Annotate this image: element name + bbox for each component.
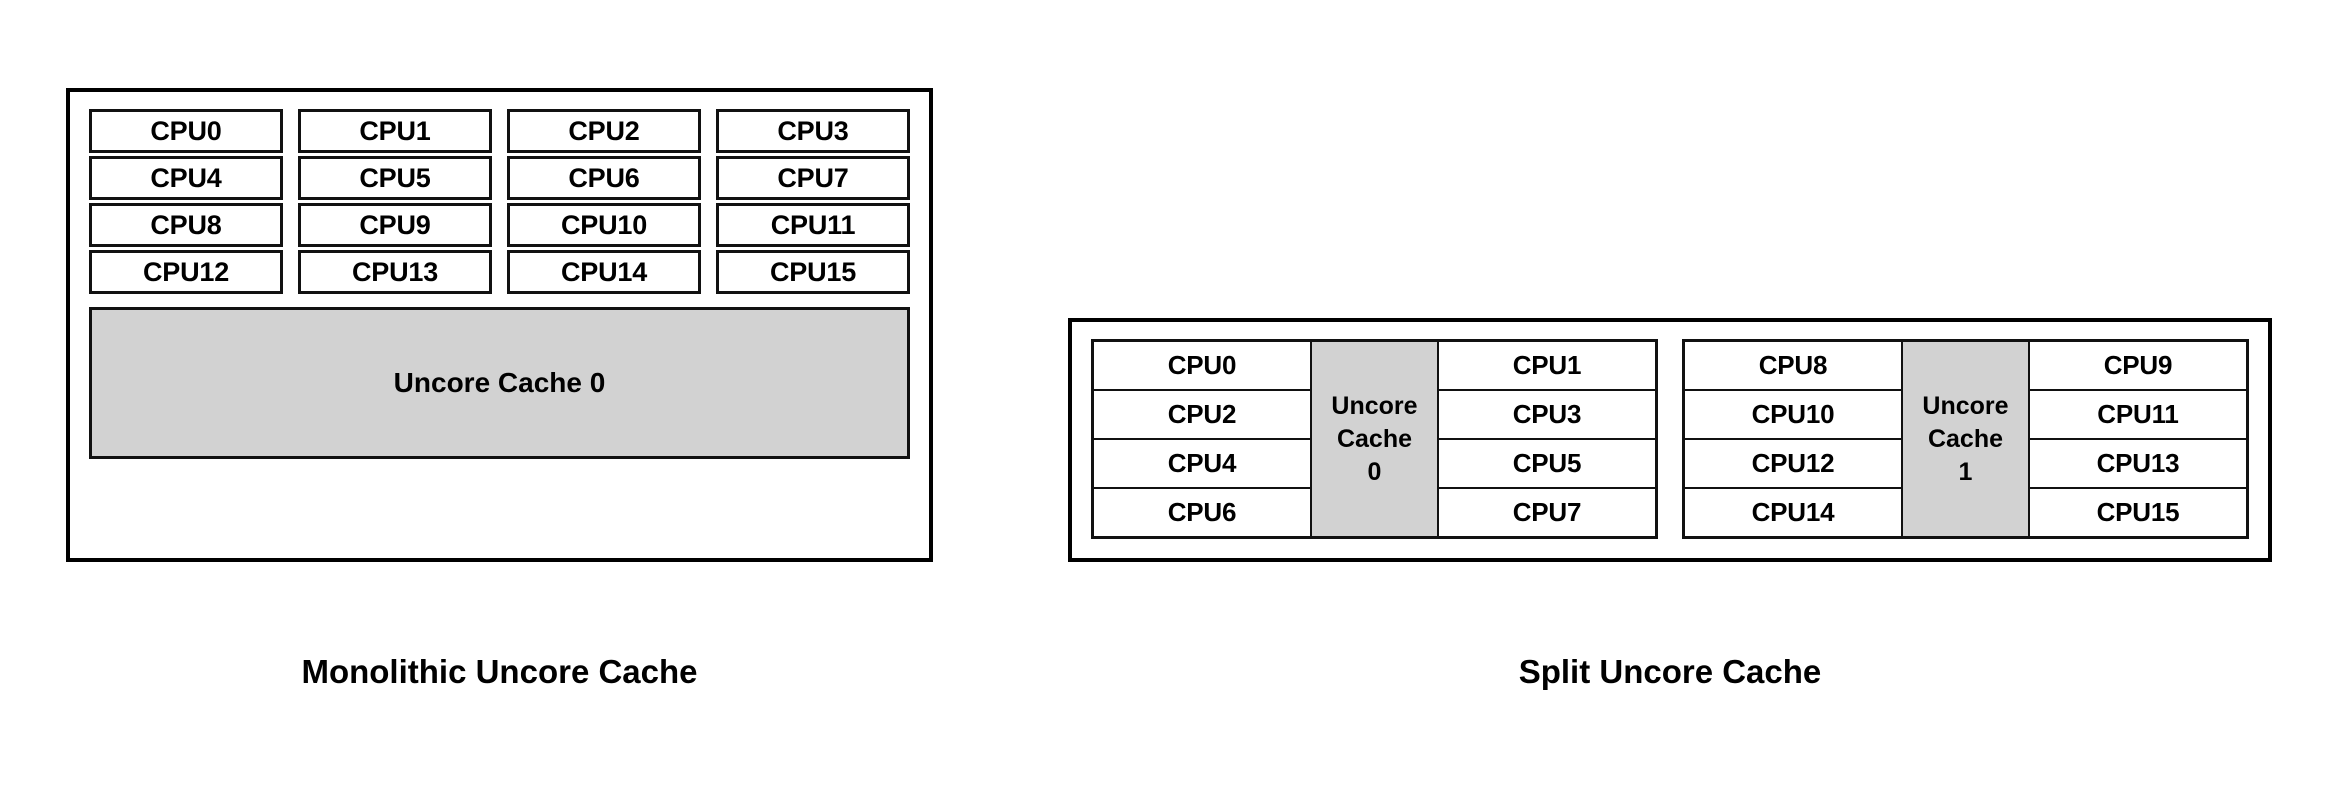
monolithic-caption: Monolithic Uncore Cache bbox=[301, 653, 698, 690]
uncore-label-line: Cache bbox=[1336, 424, 1413, 453]
cpu-box: CPU15 bbox=[2030, 489, 2246, 536]
cpu-box: CPU7 bbox=[716, 156, 910, 200]
cpu-box: CPU10 bbox=[1685, 391, 1901, 440]
uncore-cache-block: Uncore Cache 0 bbox=[1310, 342, 1439, 536]
cpu-box: CPU11 bbox=[2030, 391, 2246, 440]
cpu-box: CPU13 bbox=[2030, 440, 2246, 489]
cpu-box: CPU15 bbox=[716, 250, 910, 294]
monolithic-package-outline: CPU0 CPU1 CPU2 CPU3 CPU4 CPU5 CPU6 CPU7 … bbox=[66, 88, 933, 562]
cpu-box: CPU2 bbox=[507, 109, 701, 153]
cpu-box: CPU9 bbox=[2030, 342, 2246, 391]
cpu-column-right: CPU1 CPU3 CPU5 CPU7 bbox=[1439, 342, 1655, 536]
cpu-box: CPU7 bbox=[1439, 489, 1655, 536]
monolithic-uncore-cache-figure: CPU0 CPU1 CPU2 CPU3 CPU4 CPU5 CPU6 CPU7 … bbox=[66, 88, 933, 562]
cpu-box: CPU8 bbox=[1685, 342, 1901, 391]
cpu-column-left: CPU8 CPU10 CPU12 CPU14 bbox=[1685, 342, 1901, 536]
cpu-box: CPU2 bbox=[1094, 391, 1310, 440]
cpu-box: CPU1 bbox=[1439, 342, 1655, 391]
cpu-box: CPU1 bbox=[298, 109, 492, 153]
uncore-label-index: 1 bbox=[1958, 457, 1973, 486]
cpu-box: CPU5 bbox=[1439, 440, 1655, 489]
cpu-row: CPU12 CPU13 CPU14 CPU15 bbox=[89, 250, 910, 294]
cpu-box: CPU6 bbox=[1094, 489, 1310, 536]
cpu-row: CPU8 CPU9 CPU10 CPU11 bbox=[89, 203, 910, 247]
cpu-box: CPU10 bbox=[507, 203, 701, 247]
cpu-box: CPU6 bbox=[507, 156, 701, 200]
cpu-box: CPU11 bbox=[716, 203, 910, 247]
cpu-box: CPU0 bbox=[1094, 342, 1310, 391]
cpu-box: CPU3 bbox=[716, 109, 910, 153]
cpu-box: CPU4 bbox=[1094, 440, 1310, 489]
uncore-cache-block: Uncore Cache 0 bbox=[89, 307, 910, 459]
split-caption: Split Uncore Cache bbox=[1518, 653, 1822, 690]
split-group-0: CPU0 CPU2 CPU4 CPU6 Uncore Cache 0 CPU1 … bbox=[1091, 339, 1658, 539]
uncore-label-line: Cache bbox=[1927, 424, 2004, 453]
uncore-label-line: Uncore bbox=[1922, 391, 2009, 420]
uncore-label-line: Uncore bbox=[1331, 391, 1418, 420]
cpu-box: CPU3 bbox=[1439, 391, 1655, 440]
cpu-row: CPU0 CPU1 CPU2 CPU3 bbox=[89, 109, 910, 153]
split-package-outline: CPU0 CPU2 CPU4 CPU6 Uncore Cache 0 CPU1 … bbox=[1068, 318, 2272, 562]
cpu-column-left: CPU0 CPU2 CPU4 CPU6 bbox=[1094, 342, 1310, 536]
cpu-box: CPU4 bbox=[89, 156, 283, 200]
cpu-box: CPU14 bbox=[507, 250, 701, 294]
uncore-label-index: 0 bbox=[1367, 457, 1382, 486]
cpu-box: CPU8 bbox=[89, 203, 283, 247]
cpu-box: CPU0 bbox=[89, 109, 283, 153]
cpu-box: CPU5 bbox=[298, 156, 492, 200]
split-group-1: CPU8 CPU10 CPU12 CPU14 Uncore Cache 1 CP… bbox=[1682, 339, 2249, 539]
split-uncore-cache-figure: CPU0 CPU2 CPU4 CPU6 Uncore Cache 0 CPU1 … bbox=[1068, 318, 2272, 562]
cpu-row: CPU4 CPU5 CPU6 CPU7 bbox=[89, 156, 910, 200]
cpu-box: CPU9 bbox=[298, 203, 492, 247]
cpu-box: CPU12 bbox=[89, 250, 283, 294]
uncore-cache-block: Uncore Cache 1 bbox=[1901, 342, 2030, 536]
cpu-column-right: CPU9 CPU11 CPU13 CPU15 bbox=[2030, 342, 2246, 536]
cpu-box: CPU13 bbox=[298, 250, 492, 294]
cpu-box: CPU12 bbox=[1685, 440, 1901, 489]
cpu-box: CPU14 bbox=[1685, 489, 1901, 536]
